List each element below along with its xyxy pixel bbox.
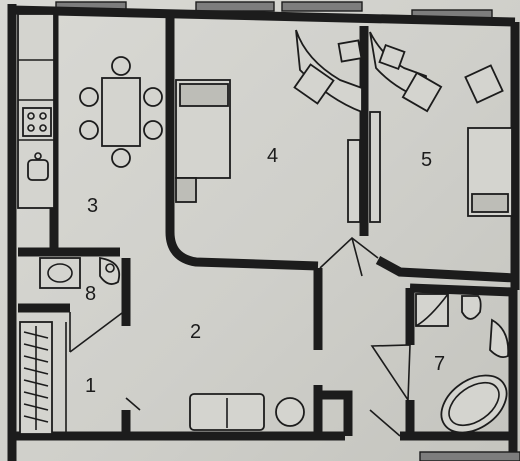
windows-top bbox=[55, 1, 493, 20]
hall-furniture bbox=[189, 393, 305, 431]
room-label-8: 8 bbox=[85, 283, 96, 305]
room4-furniture bbox=[175, 29, 363, 223]
door-room4-room5 bbox=[319, 236, 379, 269]
wall-room4-curve bbox=[165, 18, 319, 271]
room-label-7: 7 bbox=[434, 353, 445, 375]
chair-icon bbox=[79, 87, 99, 107]
kitchen bbox=[17, 13, 55, 209]
room-label-3: 3 bbox=[87, 195, 98, 217]
room-label-1: 1 bbox=[85, 375, 96, 397]
shower-tray bbox=[415, 293, 449, 327]
chair-icon bbox=[111, 148, 131, 168]
side-table-icon bbox=[275, 397, 305, 427]
pillow bbox=[179, 83, 229, 107]
pillow-5 bbox=[471, 193, 509, 213]
armchair-icon bbox=[401, 71, 443, 113]
room-label-5: 5 bbox=[421, 149, 432, 171]
room-labels: 3 4 5 8 2 1 7 bbox=[85, 145, 445, 397]
wall-bath-top bbox=[409, 283, 514, 297]
toilet-icon bbox=[461, 295, 482, 320]
door-leaf bbox=[351, 237, 363, 277]
toilet-icon bbox=[99, 256, 121, 285]
desk-chair-icon bbox=[378, 43, 406, 71]
wardrobe-5 bbox=[369, 111, 381, 223]
room-label-2: 2 bbox=[190, 321, 201, 343]
bathtub-icon bbox=[440, 374, 508, 434]
room-label-4: 4 bbox=[267, 145, 278, 167]
chair-icon bbox=[143, 87, 163, 107]
armchair-icon bbox=[464, 64, 504, 104]
wc-sink bbox=[39, 257, 81, 289]
desk-chair-icon bbox=[337, 39, 363, 63]
wall-room5-bottom bbox=[375, 256, 516, 283]
doors bbox=[69, 236, 411, 437]
closet bbox=[19, 321, 67, 436]
stair-hints bbox=[419, 451, 520, 461]
chair-icon bbox=[111, 56, 131, 76]
wc bbox=[39, 256, 121, 289]
bathroom bbox=[415, 293, 510, 434]
door-entry bbox=[369, 409, 401, 437]
chair-icon bbox=[143, 120, 163, 140]
wall-hall-pocket bbox=[318, 390, 353, 436]
dining-set bbox=[79, 56, 163, 168]
bath-sink bbox=[489, 318, 510, 359]
door-wc bbox=[69, 309, 127, 353]
door-closet bbox=[125, 397, 141, 411]
stove-icon bbox=[22, 107, 52, 137]
outer-wall-top bbox=[11, 5, 516, 27]
armchair-icon bbox=[293, 63, 335, 105]
wardrobe bbox=[347, 139, 361, 223]
door-bath bbox=[370, 344, 411, 403]
sink-icon bbox=[27, 159, 49, 181]
room5-furniture bbox=[369, 31, 513, 223]
nightstand bbox=[175, 177, 197, 203]
outer-walls bbox=[7, 4, 520, 461]
dining-table bbox=[101, 77, 141, 147]
chair-icon bbox=[79, 120, 99, 140]
